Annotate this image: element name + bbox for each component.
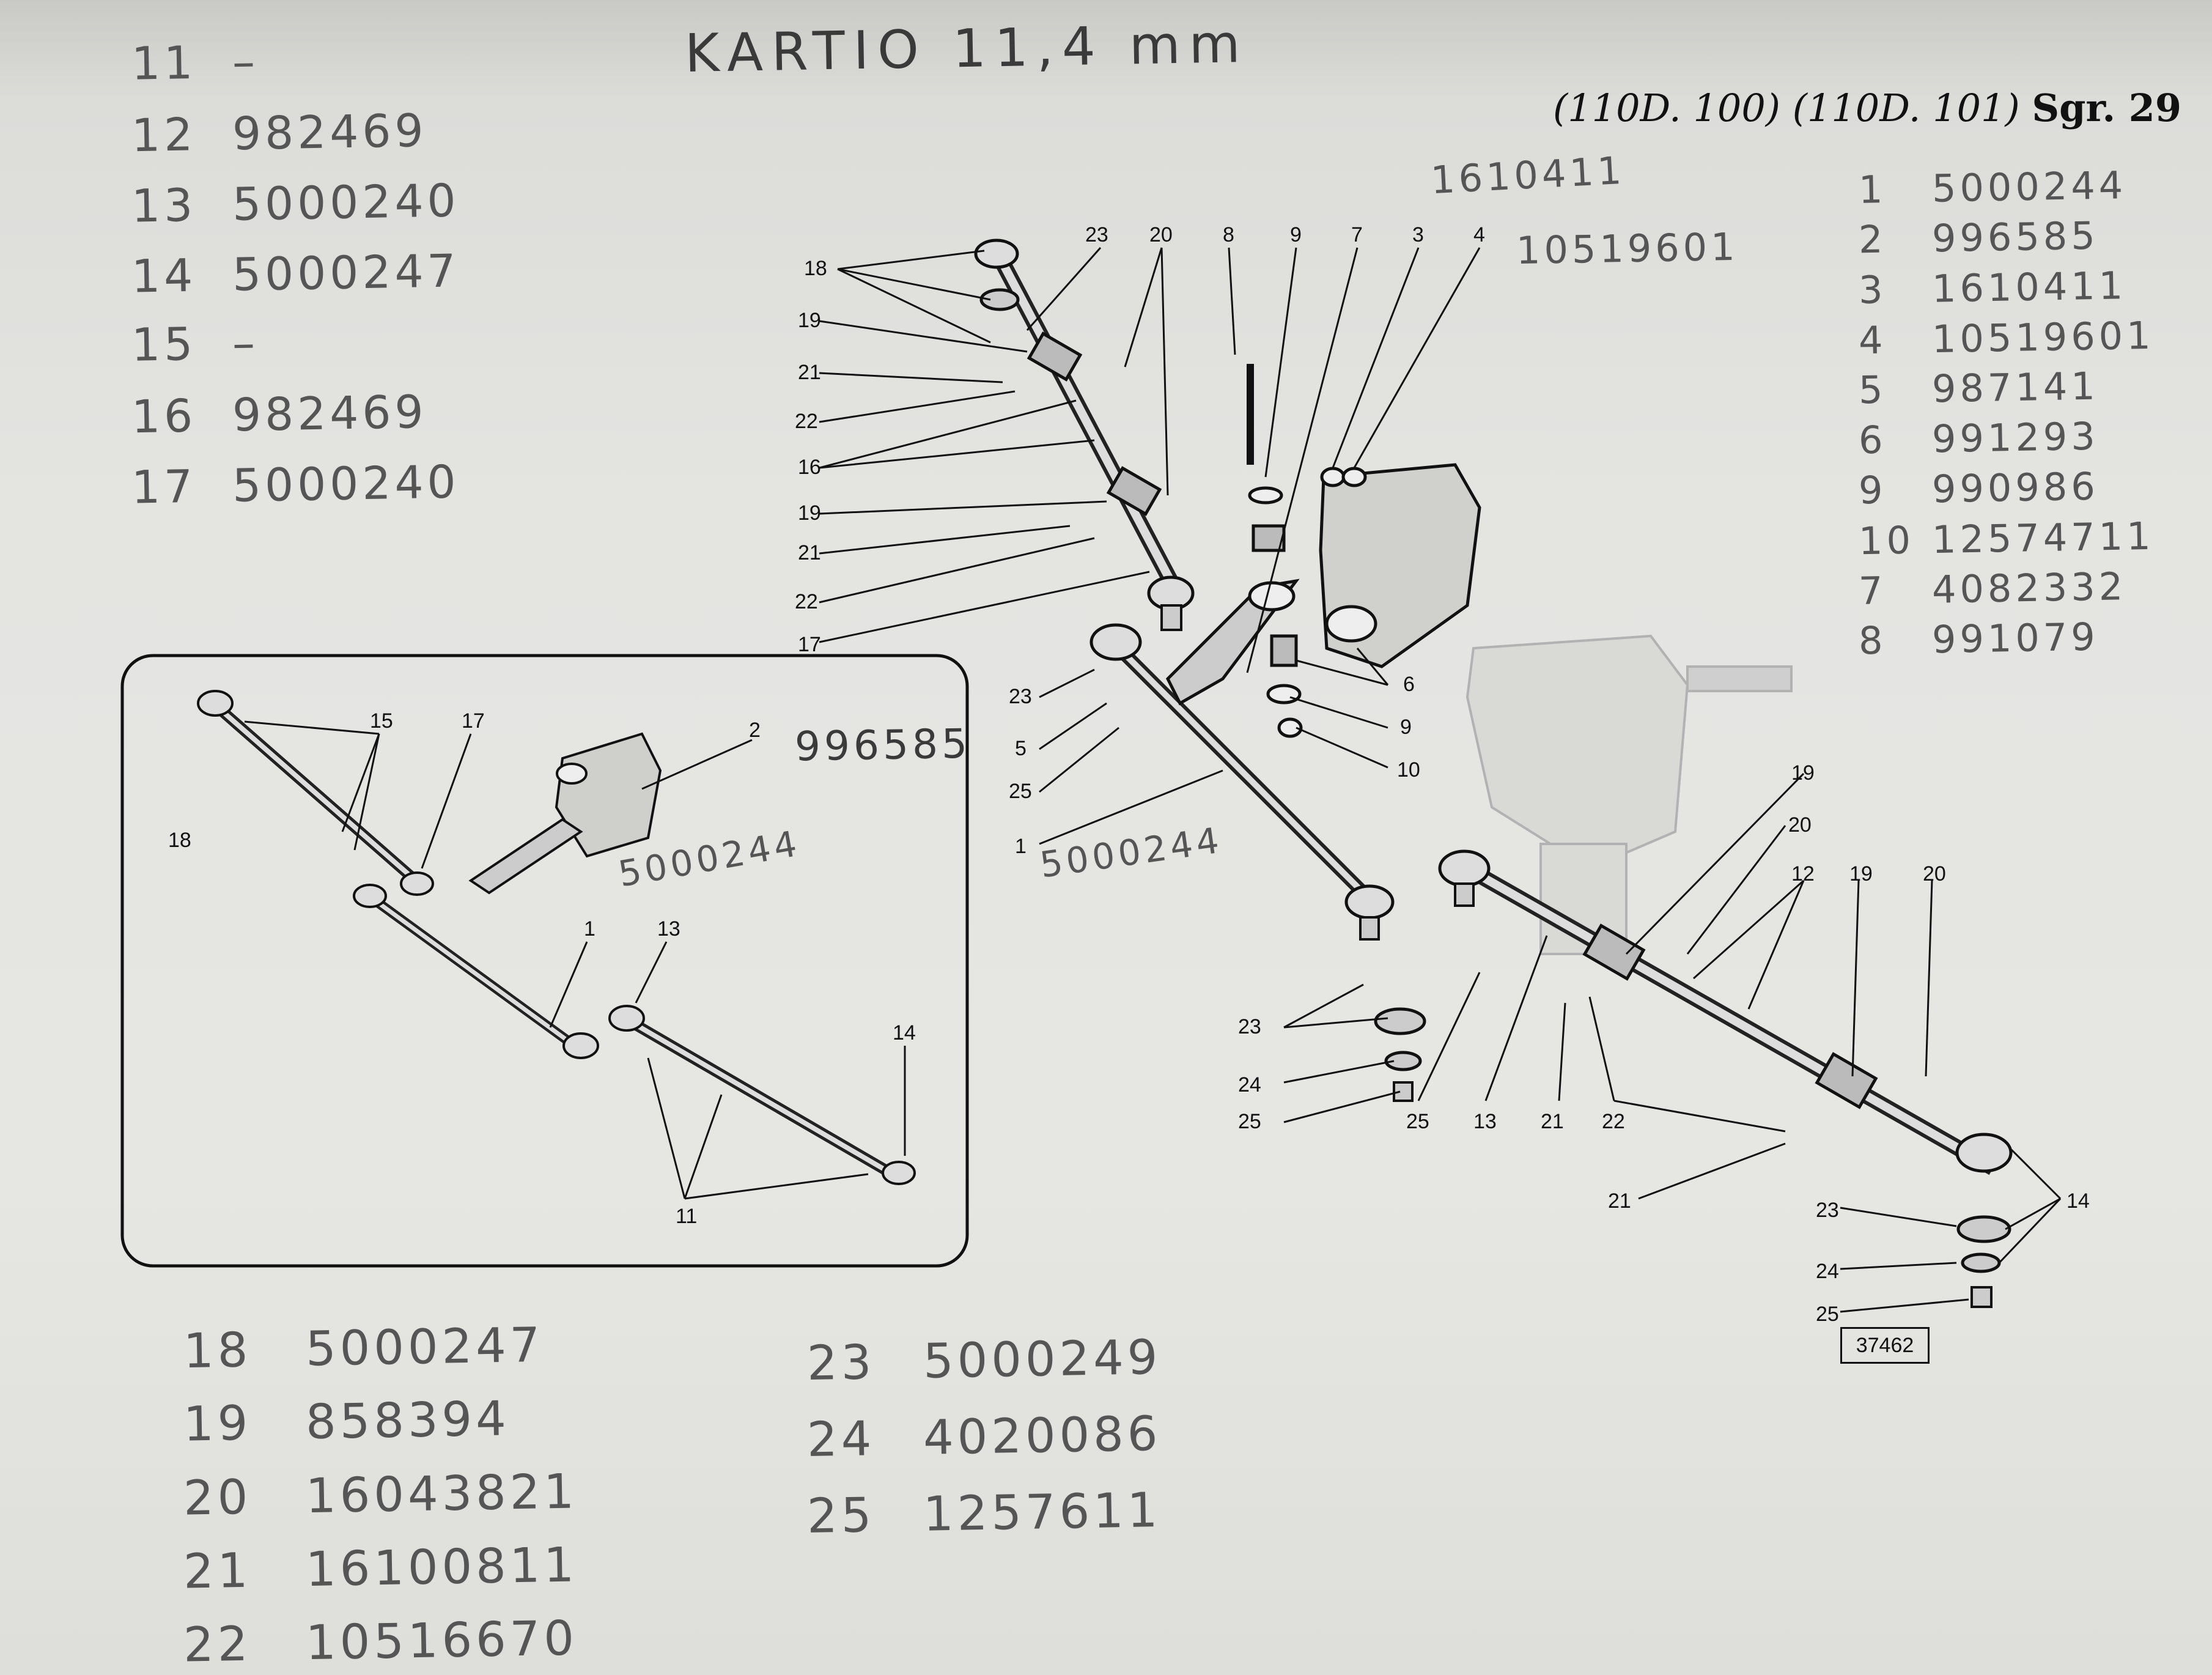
callout-20b: 20 bbox=[1788, 813, 1812, 837]
callout-13: 13 bbox=[1473, 1110, 1497, 1133]
callout-10: 10 bbox=[1397, 758, 1420, 782]
callout-16: 16 bbox=[798, 456, 821, 479]
lower-tie-rod bbox=[1374, 849, 2013, 1308]
callout-19c: 19 bbox=[1791, 761, 1815, 785]
inset-callout-2: 2 bbox=[749, 719, 761, 742]
inset-callout-15: 15 bbox=[370, 709, 393, 733]
inset-callout-13: 13 bbox=[657, 917, 680, 941]
inset-callout-1: 1 bbox=[584, 917, 595, 941]
callout-25c: 25 bbox=[1406, 1110, 1429, 1133]
callout-4: 4 bbox=[1473, 223, 1485, 246]
inset-frame bbox=[120, 654, 969, 1268]
page-header: (110D. 100) (110D. 101) Sgr. 29 bbox=[1553, 86, 2181, 130]
inset-callout-18: 18 bbox=[168, 829, 191, 852]
sheet-number: Sgr. 29 bbox=[2032, 86, 2181, 130]
leader-lines bbox=[819, 247, 2062, 1313]
figure-reference-box: 37462 bbox=[1840, 1327, 1930, 1364]
callout-18: 18 bbox=[804, 257, 827, 280]
callout-5: 5 bbox=[1015, 737, 1027, 760]
callout-7: 7 bbox=[1351, 223, 1363, 246]
callout-21b: 21 bbox=[798, 541, 821, 564]
callout-labels: 18 19 21 22 16 19 21 22 17 23 20 8 9 7 3… bbox=[795, 223, 2090, 1326]
callout-9: 9 bbox=[1290, 223, 1302, 246]
inset-callout-17: 17 bbox=[462, 709, 485, 733]
callout-8: 8 bbox=[1223, 223, 1234, 246]
callout-6: 6 bbox=[1403, 673, 1415, 696]
model-ref-right: (110D. 101) bbox=[1792, 86, 2020, 130]
bracket-and-arm bbox=[1165, 364, 1481, 738]
callout-23d: 23 bbox=[1816, 1199, 1839, 1222]
model-ref-left: (110D. 100) bbox=[1553, 86, 1780, 130]
callout-22c: 22 bbox=[1602, 1110, 1625, 1133]
callout-3: 3 bbox=[1412, 223, 1424, 246]
upper-tie-rod bbox=[974, 238, 1195, 631]
callout-20: 20 bbox=[1149, 223, 1173, 246]
callout-19b: 19 bbox=[798, 501, 821, 525]
callout-19: 19 bbox=[798, 309, 821, 332]
callout-21: 21 bbox=[798, 361, 821, 384]
callout-24: 24 bbox=[1238, 1073, 1261, 1096]
steering-box-ghost bbox=[1465, 634, 1793, 955]
callout-12: 12 bbox=[1791, 862, 1815, 886]
callout-23: 23 bbox=[1085, 223, 1108, 246]
callout-20c: 20 bbox=[1923, 862, 1946, 886]
callout-21d: 21 bbox=[1608, 1189, 1631, 1213]
inset-callout-labels: 15 17 2 18 1 13 14 11 bbox=[168, 709, 916, 1228]
callout-21c: 21 bbox=[1541, 1110, 1564, 1133]
callout-23c: 23 bbox=[1238, 1015, 1261, 1038]
callout-14: 14 bbox=[2066, 1189, 2090, 1213]
callout-17: 17 bbox=[798, 633, 821, 656]
callout-22b: 22 bbox=[795, 590, 818, 613]
inset-callout-11: 11 bbox=[676, 1205, 697, 1228]
callout-25: 25 bbox=[1009, 780, 1032, 803]
callout-25b: 25 bbox=[1238, 1110, 1261, 1133]
callout-22: 22 bbox=[795, 410, 818, 433]
drag-link bbox=[1089, 623, 1395, 941]
inset-callout-14: 14 bbox=[893, 1021, 916, 1045]
callout-1: 1 bbox=[1015, 835, 1027, 858]
callout-23b: 23 bbox=[1009, 685, 1032, 708]
callout-19d: 19 bbox=[1849, 862, 1873, 886]
callout-24b: 24 bbox=[1816, 1260, 1839, 1283]
callout-25d: 25 bbox=[1816, 1303, 1839, 1326]
callout-9b: 9 bbox=[1400, 715, 1412, 739]
inset-leader-lines bbox=[244, 720, 906, 1200]
inset-linkage bbox=[197, 690, 916, 1185]
